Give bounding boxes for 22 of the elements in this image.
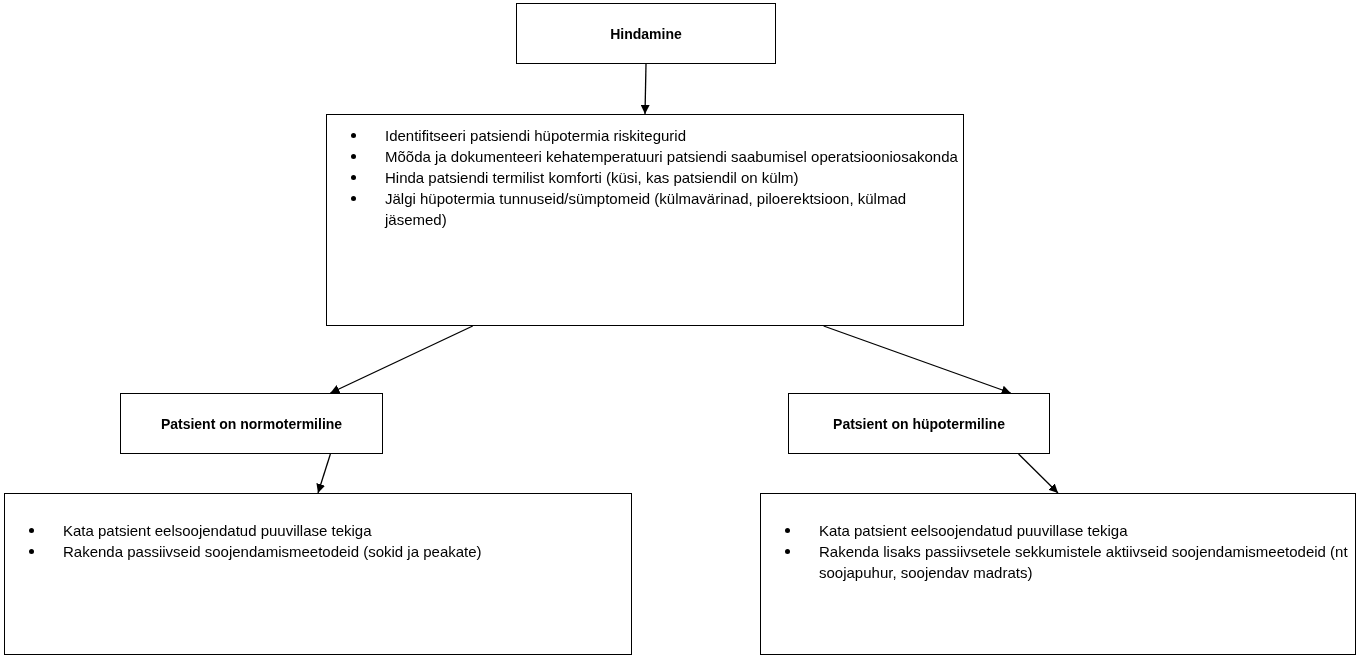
process-box	[788, 393, 1050, 454]
bullet-item: Identifitseeri patsiendi hüpotermia riskitegurid	[327, 125, 963, 146]
bullet-item: Kata patsient eelsoojendatud puuvillase tekiga	[761, 520, 1355, 541]
arrow	[640, 63, 650, 115]
box-heading: Hindamine	[609, 25, 683, 42]
bullet-item: Mõõda ja dokumenteeri kehatemperatuuri patsiendi saabumisel operatsiooniosakonda	[327, 146, 963, 167]
bullet-item: Kata patsient eelsoojendatud puuvillase tekiga	[5, 520, 631, 541]
bullet-list-box	[326, 114, 964, 326]
bullet-item: Jälgi hüpotermia tunnuseid/sümptomeid (külmavärinad, piloerektsioon, külmad jäsemed)	[327, 188, 963, 230]
bullet-list-box	[760, 493, 1356, 655]
arrow	[823, 325, 1012, 395]
arrow	[1017, 453, 1059, 494]
box-heading: Patsient on normotermiline	[159, 415, 344, 432]
process-box	[120, 393, 383, 454]
box-heading: Patsient on hüpotermiline	[832, 415, 1006, 432]
arrow	[329, 325, 474, 394]
bullet-item: Rakenda passiivseid soojendamismeetodeid (sokid ja peakate)	[5, 541, 631, 562]
bullet-item: Rakenda lisaks passiivsetele sekkumistele aktiivseid soojendamismeetodeid (nt soojapuhur, soojendav madrats)	[761, 541, 1355, 583]
bullet-list-box	[4, 493, 632, 655]
arrow	[316, 453, 332, 494]
bullet-item: Hinda patsiendi termilist komforti (küsi, kas patsiendil on külm)	[327, 167, 963, 188]
process-box	[516, 3, 776, 64]
